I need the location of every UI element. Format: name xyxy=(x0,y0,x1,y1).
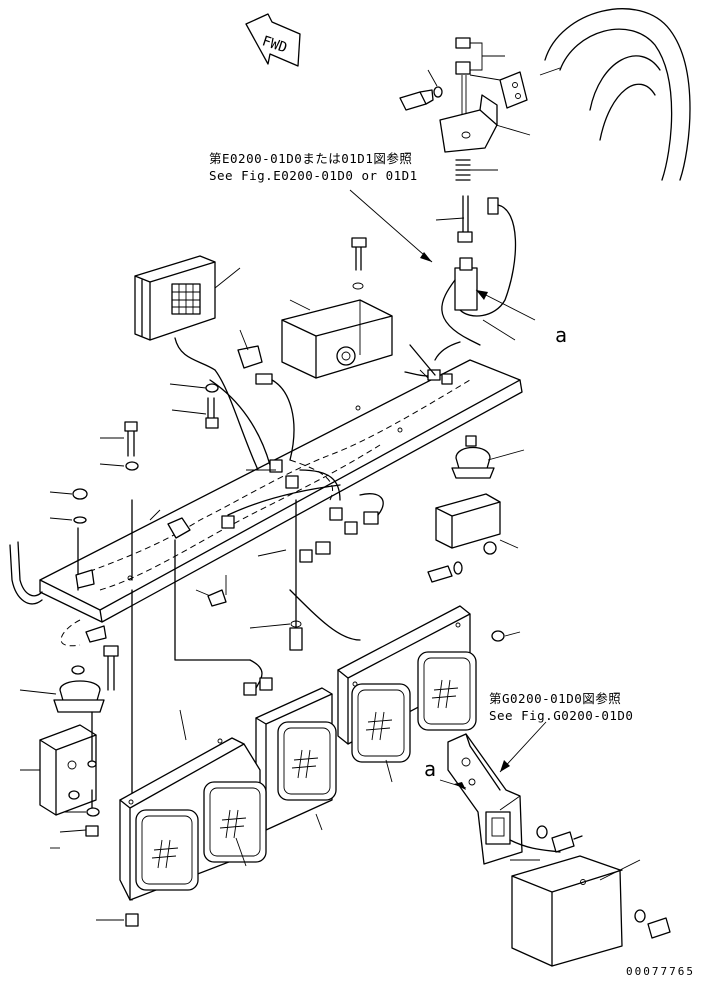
lower-ref-jp: 第G0200-01D0図参照 xyxy=(489,691,622,706)
callout-a-upper: a xyxy=(555,323,568,347)
clip-leader xyxy=(239,329,249,351)
wiring-harness-dashed xyxy=(60,379,471,647)
work-lamp xyxy=(134,255,241,371)
upper-ref-leader xyxy=(349,189,433,263)
fwd-arrow-icon: FWD xyxy=(245,13,301,67)
top-bracket-assembly xyxy=(399,37,531,153)
left-bolts xyxy=(9,383,219,643)
upper-ref-jp: 第E0200-01D0または01D1図参照 xyxy=(209,151,413,166)
upper-ref-arrowhead xyxy=(420,252,432,262)
upper-ref-en: See Fig.E0200-01D0 or 01D1 xyxy=(209,168,418,183)
lower-right-bracket xyxy=(439,733,671,967)
main-frame-beam xyxy=(39,359,523,623)
lower-ref-en: See Fig.G0200-01D0 xyxy=(489,708,634,723)
callout-leaders xyxy=(19,383,540,921)
wire-clip xyxy=(237,345,263,369)
left-mount-assembly xyxy=(39,589,139,927)
lower-ref-arrowhead xyxy=(500,760,510,772)
hose-loop xyxy=(539,8,691,181)
headlamp-bar xyxy=(119,605,477,901)
right-mount-assembly xyxy=(427,435,525,642)
drawing-code: 00077765 xyxy=(626,965,695,978)
fwd-label: FWD xyxy=(260,33,289,56)
callout-a-lower: a xyxy=(424,757,437,781)
spring-relay-assembly xyxy=(435,159,536,346)
controller-box xyxy=(281,237,393,379)
wiring-harness xyxy=(174,341,461,696)
